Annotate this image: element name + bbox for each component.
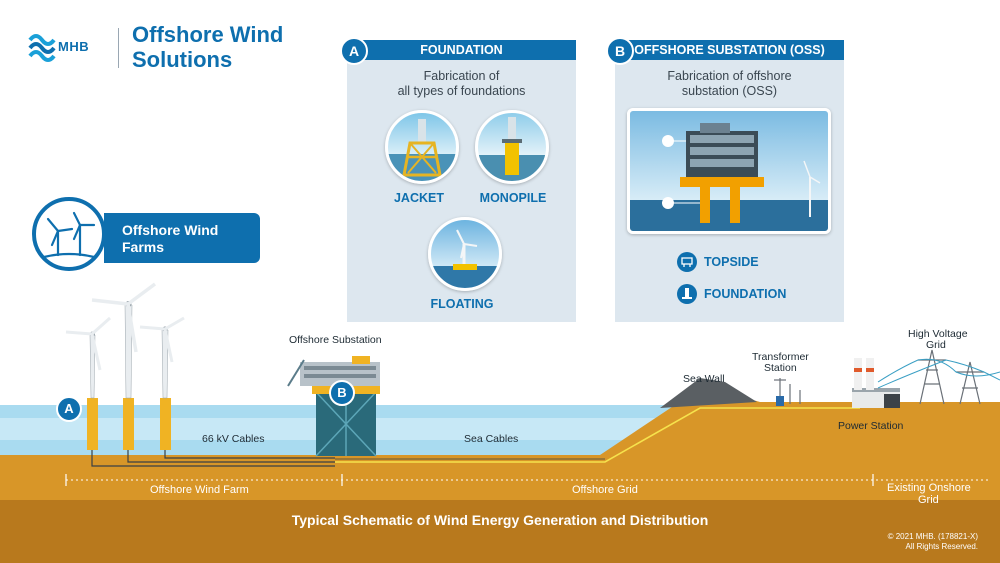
topside-label: TOPSIDE <box>704 255 759 269</box>
transformer-box <box>776 396 784 406</box>
panel-a-badge: A <box>340 37 368 65</box>
copyright-line-1: © 2021 MHB. (178821-X) <box>887 532 978 541</box>
hv-pylons <box>918 349 984 405</box>
topside-icon <box>677 252 697 272</box>
oss-photo <box>627 108 831 234</box>
turbine-3 <box>139 316 185 450</box>
wind-farm-icon <box>32 197 106 271</box>
page-title: Offshore Wind Solutions <box>132 22 284 72</box>
power-station-structure <box>852 358 900 408</box>
wind-farm-label: Offshore Wind Farms <box>122 222 219 255</box>
transformer-station-structure <box>774 378 801 404</box>
mhb-logo-icon <box>28 34 56 62</box>
foundation-icon <box>677 284 697 304</box>
transformer-station-label-1: Transformer <box>752 351 809 363</box>
map-badge-b: B <box>329 380 355 406</box>
copyright-line-2: All Rights Reserved. <box>905 542 978 551</box>
foundation-subtitle-2: all types of foundations <box>397 84 526 98</box>
hv-grid-label-2: Grid <box>926 339 946 351</box>
zone-onshore-label-1: Existing Onshore <box>887 482 971 494</box>
sea-cable <box>335 407 860 463</box>
zone-onshore-label-2: Grid <box>918 494 939 506</box>
jacket-image <box>385 110 459 184</box>
ground-footer-band <box>0 500 1000 563</box>
footer-title: Typical Schematic of Wind Energy Generat… <box>291 512 709 528</box>
zone-ticks <box>65 474 874 486</box>
floating-label: FLOATING <box>430 297 494 311</box>
panel-b-badge: B <box>606 37 634 65</box>
monopile-label: MONOPILE <box>479 191 547 205</box>
monopile-image <box>475 110 549 184</box>
turbine-2 <box>91 282 157 450</box>
oss-subtitle-2: substation (OSS) <box>681 84 778 98</box>
foundation-subtitle-1: Fabrication of <box>423 69 500 83</box>
foundation-panel-header: FOUNDATION <box>347 40 576 60</box>
power-station-label: Power Station <box>838 420 904 432</box>
zone-grid-label: Offshore Grid <box>572 484 638 496</box>
sea-wall <box>660 378 757 408</box>
jacket-label: JACKET <box>393 191 444 205</box>
brand-divider <box>118 28 119 68</box>
sea-cables-label: Sea Cables <box>464 433 519 445</box>
oss-panel-header: OFFSHORE SUBSTATION (OSS) <box>615 40 844 60</box>
turbine-1 <box>65 316 111 450</box>
offshore-substation-label: Offshore Substation <box>289 334 382 346</box>
transformer-station-label-2: Station <box>764 362 797 374</box>
hv-lines <box>877 358 1000 389</box>
floating-image <box>428 217 502 291</box>
sea-wall-label: Sea Wall <box>683 373 725 385</box>
sea-wall-hill <box>600 395 1000 460</box>
zone-wind-farm-label: Offshore Wind Farm <box>150 484 249 496</box>
cables-66kv-label: 66 kV Cables <box>202 433 265 445</box>
foundation-label: FOUNDATION <box>704 287 787 301</box>
oss-subtitle-1: Fabrication of offshore <box>667 69 792 83</box>
wind-farm-label-box: Offshore Wind Farms <box>104 213 260 263</box>
copyright: © 2021 MHB. (178821-X) All Rights Reserv… <box>888 532 978 552</box>
logo-text: MHB <box>58 39 90 54</box>
hv-grid-label-1: High Voltage <box>908 328 968 340</box>
map-badge-a: A <box>56 396 82 422</box>
